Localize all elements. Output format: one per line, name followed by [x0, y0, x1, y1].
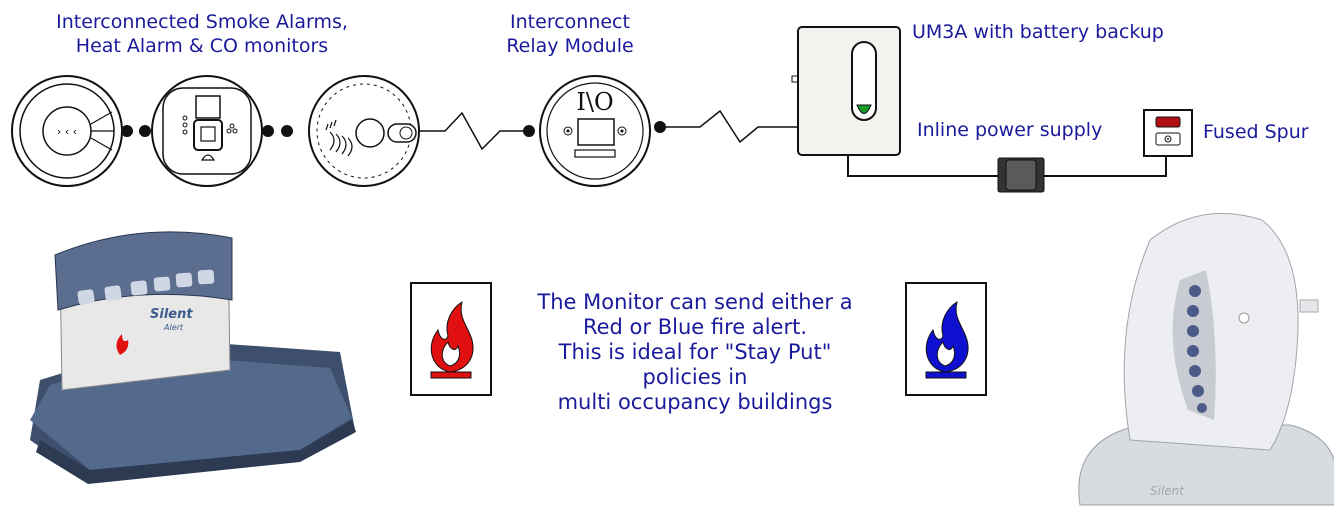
monitor-brand: Silent	[1150, 484, 1185, 498]
wire	[419, 111, 528, 151]
pager-brand-sub: Alert	[163, 323, 184, 332]
blue-fire-alert-icon	[905, 282, 987, 396]
connector-dot	[139, 125, 151, 137]
heat-alarm-icon	[151, 75, 263, 187]
connector-dot	[654, 121, 666, 133]
connector-dot	[121, 125, 133, 137]
fused-spur-icon	[1143, 109, 1193, 157]
pager-brand: Silent	[150, 307, 193, 322]
co-monitor-icon	[308, 75, 420, 187]
pager-base-image: Silent Alert	[30, 231, 356, 484]
um3a-unit-icon	[791, 26, 901, 156]
power-cable	[847, 155, 998, 177]
smoke-alarm-icon: › ‹ ‹	[11, 75, 123, 187]
connector-dot	[262, 125, 274, 137]
connector-dot	[523, 125, 535, 137]
power-cable	[1044, 155, 1167, 177]
red-fire-alert-icon	[410, 282, 492, 396]
um3a-label: UM3A with battery backup	[912, 21, 1164, 43]
relay-label: Interconnect Relay Module	[506, 11, 634, 57]
alarms-label: Interconnected Smoke Alarms, Heat Alarm …	[56, 11, 348, 57]
monitor-device-image: Silent	[1078, 212, 1334, 506]
fire-alert-message: The Monitor can send either a Red or Blu…	[537, 290, 853, 414]
relay-symbol: I\O	[576, 88, 613, 116]
psu-label: Inline power supply	[917, 119, 1103, 141]
wire	[666, 109, 798, 144]
connector-dot	[281, 125, 293, 137]
spur-label: Fused Spur	[1203, 121, 1309, 143]
inline-psu-icon	[997, 157, 1045, 193]
svg-text:› ‹ ‹: › ‹ ‹	[57, 125, 77, 138]
relay-module-icon: I\O	[539, 75, 651, 187]
